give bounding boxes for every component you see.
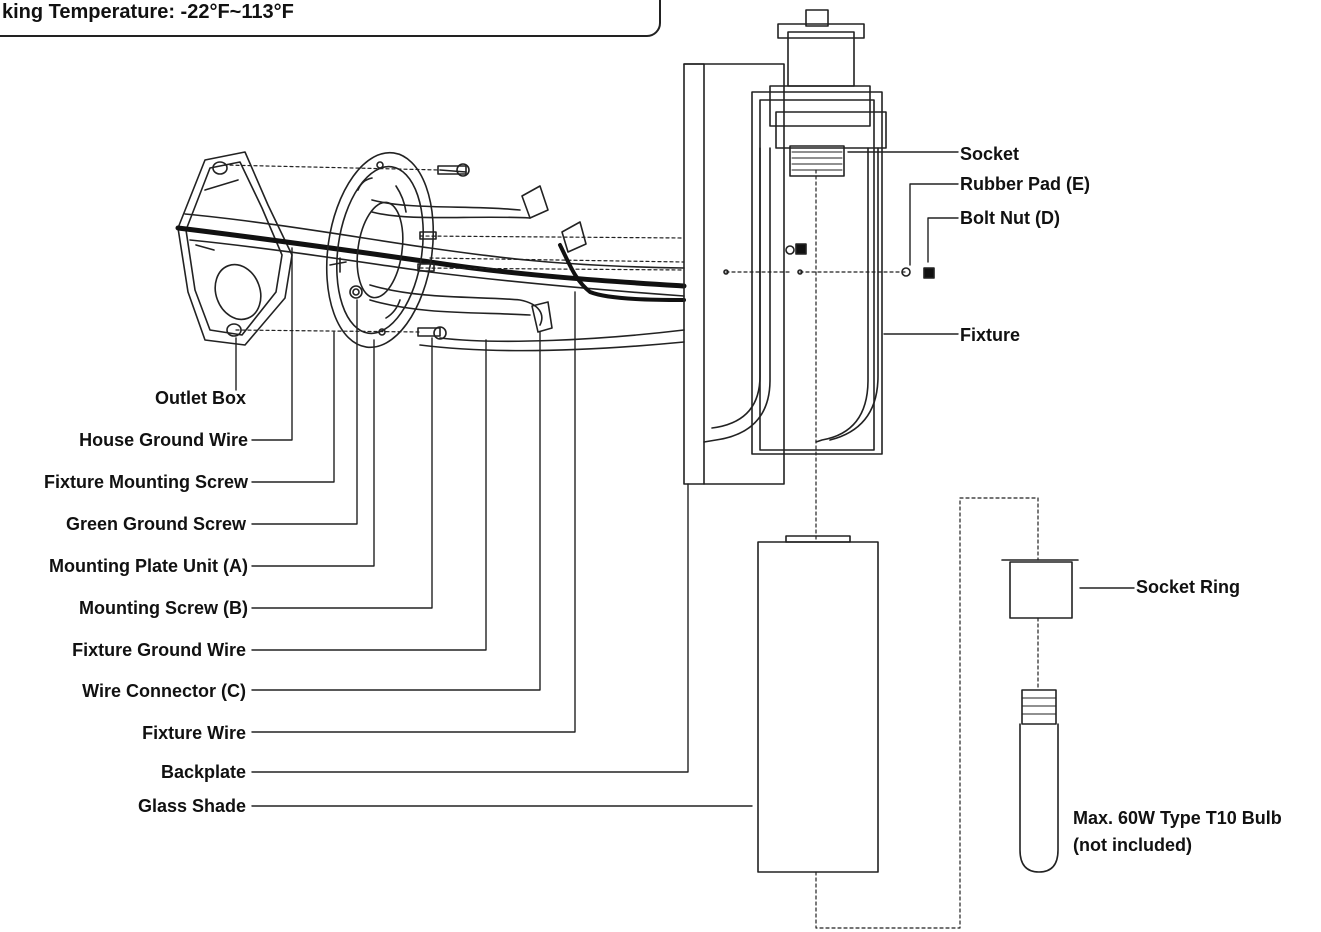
- t10-bulb-drawing: [1019, 689, 1059, 873]
- label-glass-shade: Glass Shade: [137, 796, 246, 816]
- right-leader-lines: [847, 151, 1135, 589]
- label-wire-connector: Wire Connector (C): [82, 681, 246, 701]
- label-socket-ring: Socket Ring: [1136, 577, 1241, 597]
- backplate-drawing: [683, 63, 785, 485]
- label-fixture: Fixture: [960, 325, 1021, 345]
- outlet-box-drawing: [177, 151, 293, 346]
- label-fixture-ground-wire: Fixture Ground Wire: [72, 640, 246, 660]
- label-outlet-box: Outlet Box: [154, 388, 246, 408]
- wire-connectors: [521, 185, 587, 333]
- working-temperature-note: king Temperature: -22°F~113°F: [2, 1, 294, 23]
- mounting-plate-drawing: [325, 151, 435, 349]
- label-rubber-pad: Rubber Pad (E): [960, 174, 1091, 194]
- label-mounting-screw: Mounting Screw (B): [79, 598, 248, 618]
- fixture-drawing: [703, 9, 935, 455]
- label-socket: Socket: [960, 144, 1020, 164]
- left-leader-lines: [235, 247, 753, 807]
- label-fixture-mounting-screw: Fixture Mounting Screw: [43, 472, 248, 492]
- socket-ring-drawing: [1001, 559, 1079, 619]
- label-house-ground-wire: House Ground Wire: [79, 430, 248, 450]
- temperature-note-box: king Temperature: -22°F~113°F: [0, 0, 661, 37]
- label-bulb-line2: (not included): [1073, 835, 1192, 855]
- glass-shade-drawing: [757, 535, 879, 873]
- label-backplate: Backplate: [160, 762, 246, 782]
- fixture-mounting-screws: [417, 163, 470, 340]
- label-fixture-wire: Fixture Wire: [142, 723, 246, 743]
- label-mounting-plate-unit: Mounting Plate Unit (A): [49, 556, 248, 576]
- label-green-ground-screw: Green Ground Screw: [65, 514, 246, 534]
- label-bulb-line1: Max. 60W Type T10 Bulb: [1073, 808, 1282, 828]
- label-bolt-nut: Bolt Nut (D): [960, 208, 1060, 228]
